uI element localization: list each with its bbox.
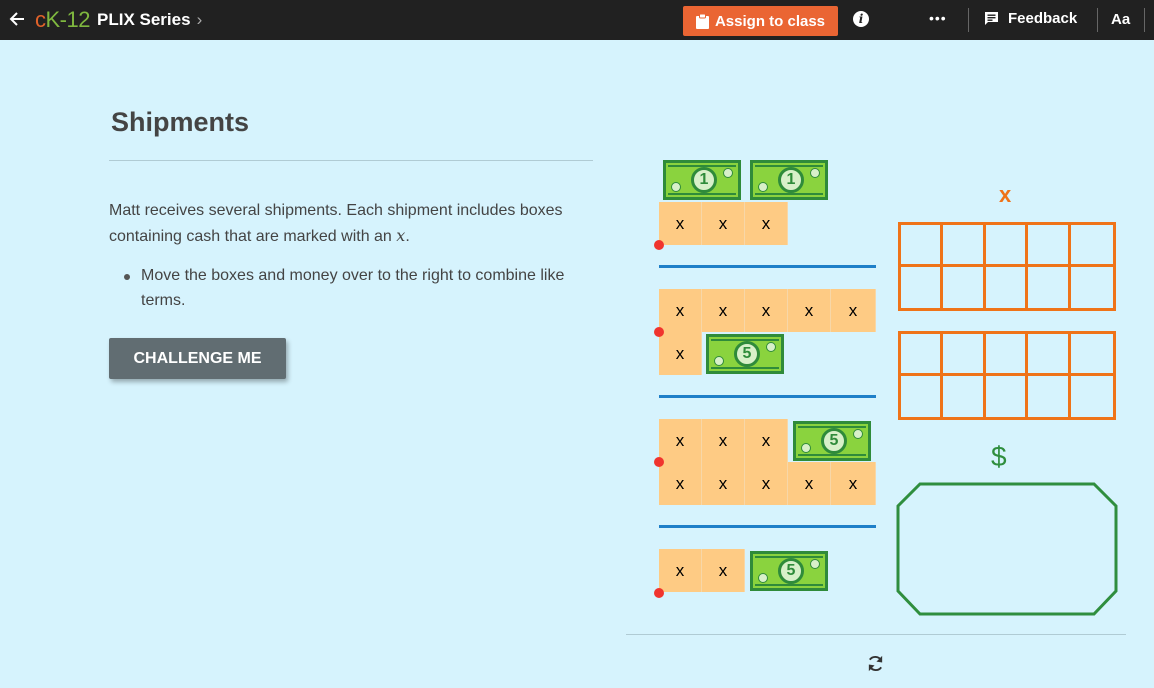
x-box[interactable]: x	[702, 289, 745, 332]
divider	[626, 634, 1126, 635]
x-box[interactable]: x	[659, 549, 702, 592]
assign-to-class-button[interactable]: Assign to class	[683, 6, 838, 36]
x-box[interactable]: x	[702, 549, 745, 592]
x-drop-grid[interactable]	[898, 331, 1116, 420]
instruction-bullet: Move the boxes and money over to the rig…	[124, 263, 594, 313]
x-box[interactable]: x	[745, 419, 788, 462]
chevron-right-icon: ›	[196, 10, 203, 29]
one-dollar-bill[interactable]: 1	[663, 160, 741, 200]
x-box[interactable]: x	[659, 462, 702, 505]
feedback-label: Feedback	[1008, 10, 1078, 27]
shipment-divider	[659, 265, 876, 268]
x-box[interactable]: x	[831, 289, 876, 332]
drag-handle[interactable]	[654, 327, 664, 337]
x-box[interactable]: x	[745, 289, 788, 332]
series-label: PLIX Series	[97, 10, 191, 29]
drag-handle[interactable]	[654, 588, 664, 598]
five-dollar-bill[interactable]: 5	[793, 421, 871, 461]
arrow-left-icon[interactable]	[6, 8, 28, 30]
x-box[interactable]: x	[745, 202, 788, 245]
x-box[interactable]: x	[702, 419, 745, 462]
message-icon	[985, 12, 998, 25]
money-drop-zone[interactable]	[896, 481, 1118, 617]
dollar-target-label: $	[991, 441, 1007, 472]
x-drop-grid[interactable]	[898, 222, 1116, 311]
x-box[interactable]: x	[659, 289, 702, 332]
x-box[interactable]: x	[659, 202, 702, 245]
clipboard-icon	[695, 13, 709, 29]
drag-handle[interactable]	[654, 457, 664, 467]
variable-x: x	[396, 226, 406, 245]
five-dollar-bill[interactable]: 5	[706, 334, 784, 374]
five-dollar-bill[interactable]: 5	[750, 551, 828, 591]
x-box[interactable]: x	[702, 462, 745, 505]
divider	[109, 160, 593, 161]
info-icon[interactable]: i	[853, 11, 869, 27]
feedback-button[interactable]: Feedback	[984, 10, 1077, 27]
assign-label: Assign to class	[714, 12, 826, 30]
plix-series-link[interactable]: PLIX Series ›	[97, 10, 202, 30]
top-bar: cK-12 PLIX Series › Assign to class i •••…	[0, 0, 1154, 40]
shipment-divider	[659, 395, 876, 398]
shipment-divider	[659, 525, 876, 528]
challenge-me-button[interactable]: CHALLENGE ME	[109, 338, 286, 379]
x-box[interactable]: x	[788, 462, 831, 505]
separator	[968, 8, 969, 32]
x-box[interactable]: x	[831, 462, 876, 505]
one-dollar-bill[interactable]: 1	[750, 160, 828, 200]
page-title: Shipments	[111, 107, 250, 137]
x-box[interactable]: x	[659, 332, 702, 375]
x-box[interactable]: x	[788, 289, 831, 332]
separator	[1144, 8, 1145, 32]
x-box[interactable]: x	[745, 462, 788, 505]
font-size-button[interactable]: Aa	[1111, 11, 1131, 28]
x-box[interactable]: x	[702, 202, 745, 245]
drag-handle[interactable]	[654, 240, 664, 250]
x-box[interactable]: x	[659, 419, 702, 462]
separator	[1097, 8, 1098, 32]
refresh-icon[interactable]	[866, 654, 885, 673]
more-options-button[interactable]: •••	[929, 10, 947, 26]
ck12-logo[interactable]: cK-12	[35, 7, 90, 32]
x-target-label: x	[999, 182, 1012, 207]
lesson-paragraph: Matt receives several shipments. Each sh…	[109, 202, 563, 245]
